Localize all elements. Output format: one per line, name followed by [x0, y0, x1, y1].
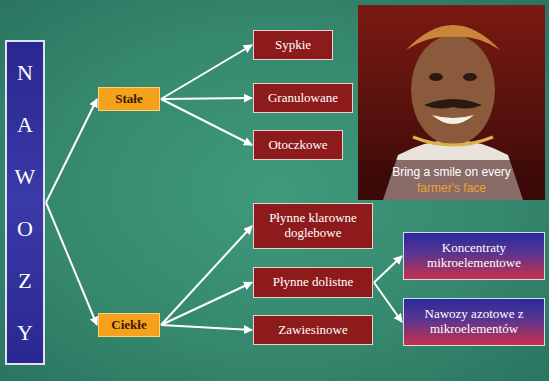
type-box: Płynne klarowne doglebowe — [253, 203, 373, 249]
subtype-box: Nawozy azotowe z mikroelementów — [403, 298, 545, 346]
node-text: Koncentraty mikroelementowe — [410, 241, 538, 271]
node-text: Zawiesinowe — [278, 323, 347, 338]
arrow-connector — [161, 325, 252, 330]
type-box: Sypkie — [253, 30, 333, 60]
arrow-connector — [161, 98, 252, 99]
node-text: Granulowane — [268, 91, 338, 106]
node-text: Sypkie — [275, 38, 311, 53]
subtype-box: Koncentraty mikroelementowe — [403, 232, 545, 280]
slogan-text: farmer's face — [365, 181, 538, 195]
node-text: Stałe — [115, 92, 142, 107]
arrow-connector — [374, 283, 402, 323]
category-box: Stałe — [98, 87, 160, 111]
node-text: Płynne klarowne doglebowe — [260, 211, 366, 241]
node-text: NAWOZY — [14, 47, 36, 359]
arrow-connector — [161, 99, 252, 145]
type-box: Otoczkowe — [253, 130, 343, 160]
root-box: NAWOZY — [5, 40, 45, 365]
arrow-connector — [46, 203, 97, 326]
node-text: Płynne dolistne — [273, 275, 354, 290]
category-box: Ciekłe — [98, 313, 160, 337]
type-box: Granulowane — [253, 83, 353, 113]
type-box: Zawiesinowe — [253, 315, 373, 345]
arrow-connector — [46, 99, 97, 203]
slogan-text: Bring a smile on every — [365, 165, 538, 179]
node-text: Otoczkowe — [268, 138, 327, 153]
type-box: Płynne dolistne — [253, 267, 373, 298]
arrow-connector — [374, 256, 402, 283]
node-text: Nawozy azotowe z mikroelementów — [410, 307, 538, 337]
arrow-connector — [161, 45, 252, 99]
arrow-connector — [161, 283, 252, 326]
node-text: Ciekłe — [111, 318, 146, 333]
arrow-connector — [161, 226, 252, 325]
